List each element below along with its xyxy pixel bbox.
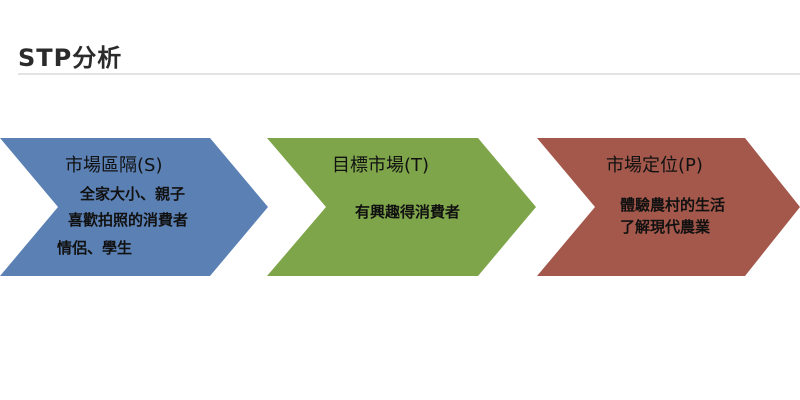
segmentation-heading: 市場區隔(S) — [65, 155, 163, 176]
positioning-line-2: 了解現代農業 — [620, 218, 711, 236]
segmentation-line-2: 喜歡拍照的消費者 — [68, 211, 189, 229]
chevron-segmentation — [0, 138, 268, 276]
positioning-heading: 市場定位(P) — [606, 155, 703, 176]
chevron-targeting — [267, 138, 536, 276]
segmentation-line-1: 全家大小、親子 — [80, 185, 186, 203]
page-title: STP分析 — [18, 44, 123, 72]
targeting-heading: 目標市場(T) — [332, 155, 430, 176]
chevron-positioning — [537, 138, 800, 276]
title-divider — [18, 73, 800, 75]
targeting-line-1: 有興趣得消費者 — [355, 203, 461, 221]
positioning-line-1: 體驗農村的生活 — [620, 196, 726, 214]
segmentation-line-3: 情侶、學生 — [57, 239, 133, 257]
